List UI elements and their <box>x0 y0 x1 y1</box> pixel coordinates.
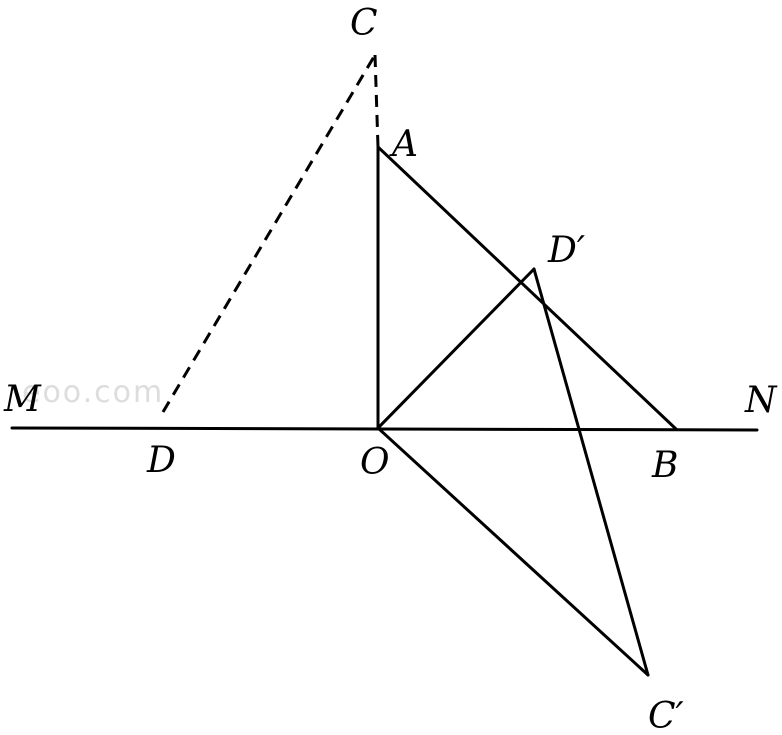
label-o: O <box>360 442 390 483</box>
segment-d-prime-c-prime <box>532 267 650 677</box>
segment-ca-dashed <box>373 54 380 148</box>
segment-oc-prime <box>376 426 650 677</box>
segment-od-prime <box>376 267 536 430</box>
watermark: eoo.com <box>22 375 164 410</box>
label-b: B <box>651 445 678 486</box>
label-m: M <box>3 379 42 420</box>
segment-dc-dashed <box>161 54 377 413</box>
line-mn <box>10 426 759 432</box>
segment-ab <box>376 145 678 431</box>
label-a: A <box>389 124 418 165</box>
label-d: D <box>146 440 176 481</box>
label-c: C <box>350 3 378 44</box>
label-c-prime: C′ <box>648 696 684 735</box>
label-n: N <box>744 380 778 421</box>
label-d-prime: D′ <box>547 230 585 271</box>
